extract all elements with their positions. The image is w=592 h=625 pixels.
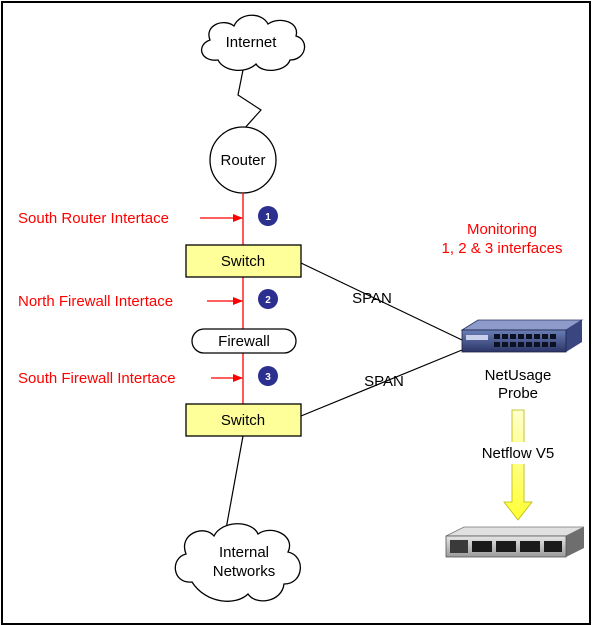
switch-top: Switch — [185, 244, 302, 278]
monitoring-line1: Monitoring — [467, 221, 537, 238]
switch-top-label: Switch — [221, 253, 265, 270]
internal-networks-cloud: Internal Networks — [174, 523, 301, 602]
wan-link — [237, 69, 262, 131]
span-top-label: SPAN — [352, 290, 392, 307]
netflow-label: Netflow V5 — [482, 445, 555, 462]
internet-cloud: Internet — [200, 14, 306, 71]
netflow-arrow — [503, 409, 533, 521]
probe-label-line2: Probe — [498, 385, 538, 402]
firewall-node: Firewall — [191, 328, 297, 354]
interface-1-number: 1 — [265, 212, 271, 223]
probe-appliance-icon — [460, 319, 584, 353]
probe-label-line1: NetUsage — [485, 367, 552, 384]
switch-bottom-label: Switch — [221, 412, 265, 429]
interface-3: South Firewall Intertace 3 — [18, 366, 278, 387]
router-node: Router — [209, 126, 277, 194]
monitoring-note: Monitoring 1, 2 & 3 interfaces — [442, 221, 563, 257]
interface-2-badge — [258, 289, 278, 309]
interface-3-number: 3 — [265, 372, 271, 383]
internal-networks-line1: Internal — [219, 544, 269, 561]
interface-1-label: South Router Intertace — [18, 210, 169, 227]
interface-1: South Router Intertace 1 — [18, 206, 278, 227]
monitoring-line2: 1, 2 & 3 interfaces — [442, 240, 563, 257]
switch-bottom: Switch — [185, 403, 302, 437]
span-link-bottom — [300, 349, 463, 417]
interface-3-badge — [258, 366, 278, 386]
interface-1-badge — [258, 206, 278, 226]
firewall-label: Firewall — [218, 333, 270, 350]
internet-label: Internet — [226, 34, 278, 51]
interface-3-label: South Firewall Intertace — [18, 370, 176, 387]
internal-link — [223, 435, 244, 541]
server-icon — [445, 526, 585, 558]
router-label: Router — [220, 152, 265, 169]
interface-2: North Firewall Intertace 2 — [18, 289, 278, 310]
span-bottom-label: SPAN — [364, 373, 404, 390]
interface-2-number: 2 — [265, 295, 271, 306]
netflow-label-bg — [470, 442, 566, 464]
internal-networks-line2: Networks — [213, 563, 276, 580]
span-link-top — [300, 262, 463, 341]
interface-2-label: North Firewall Intertace — [18, 293, 173, 310]
